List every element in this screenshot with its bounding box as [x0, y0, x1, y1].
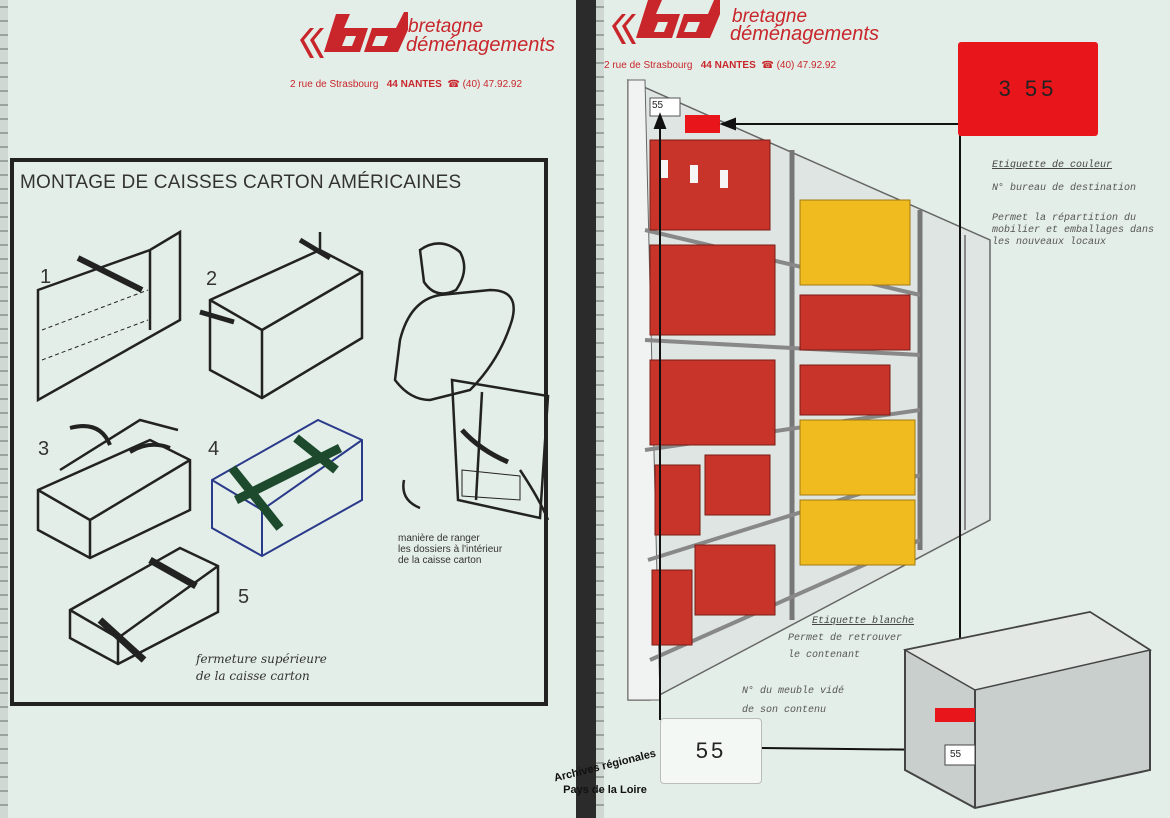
annotation-line: Permet la répartition du	[992, 213, 1137, 224]
step-number-5: 5	[238, 586, 250, 608]
person-caption: manière de ranger les dossiers à l'intér…	[398, 533, 502, 566]
bd-logo-icon	[300, 12, 408, 58]
caption-line: fermeture supérieure	[196, 652, 327, 666]
caption-line: de la caisse carton	[196, 669, 310, 683]
address-city: 44 NANTES	[700, 60, 756, 71]
phone-icon: ☎	[447, 79, 460, 90]
brand-name-line2: déménagements	[730, 23, 879, 45]
watermark-line2: Pays de la Loire	[563, 784, 647, 796]
annotation-line: Permet de retrouver	[788, 633, 903, 644]
color-label-sample: 3 55	[958, 42, 1098, 136]
address-city: 44 NANTES	[386, 79, 442, 90]
color-label-annotation: Etiquette de couleur N° bureau de destin…	[992, 160, 1154, 249]
spiral-binding	[0, 0, 8, 818]
phone-icon: ☎	[761, 60, 774, 71]
step-number-3: 3	[38, 438, 50, 460]
brand-name-line1: bretagne	[408, 16, 484, 37]
annotation-line: le contenant	[788, 650, 861, 661]
closing-caption: fermeture supérieure de la caisse carton	[196, 651, 327, 685]
company-logo-right: bretagne déménagements	[600, 0, 880, 60]
shelf-white-tag: 55	[652, 100, 664, 111]
page-title: MONTAGE DE CAISSES CARTON AMÉRICAINES	[20, 172, 462, 193]
step-number-4: 4	[208, 438, 220, 460]
caption-line: de la caisse carton	[398, 555, 482, 566]
company-address-right: 2 rue de Strasbourg 44 NANTES ☎ (40) 47.…	[604, 60, 836, 71]
annotation-line: N° bureau de destination	[992, 183, 1137, 194]
annotation-line: mobilier et emballages dans	[992, 225, 1155, 236]
annotation-line: les nouveaux locaux	[992, 237, 1107, 248]
bd-logo-icon	[612, 0, 720, 44]
white-label-sample: 55	[660, 718, 762, 784]
company-address: 2 rue de Strasbourg 44 NANTES ☎ (40) 47.…	[290, 79, 522, 90]
annotation-title: Etiquette blanche	[812, 616, 915, 627]
white-label-annotation: Etiquette blanche Permet de retrouver le…	[788, 613, 915, 664]
archives-watermark: Archives régionales Pays de la Loire	[530, 748, 680, 796]
brand-name-line1: bretagne	[732, 6, 808, 27]
caption-line: manière de ranger	[398, 533, 480, 544]
caption-line: les dossiers à l'intérieur	[398, 544, 503, 555]
annotation-line: de son contenu	[742, 705, 827, 716]
box-assembly-illustration	[36, 229, 550, 666]
phone-number: (40) 47.92.92	[462, 79, 523, 90]
step-number-1: 1	[40, 266, 52, 288]
annotation-title: Etiquette de couleur	[992, 160, 1113, 171]
brand-name-line2: déménagements	[406, 34, 555, 56]
phone-number: (40) 47.92.92	[776, 60, 837, 71]
annotation-line: N° du meuble vidé	[742, 686, 845, 697]
address-street: 2 rue de Strasbourg	[604, 60, 693, 71]
spiral-binding	[596, 0, 604, 818]
crate-white-tag: 55	[950, 749, 962, 760]
address-street: 2 rue de Strasbourg	[290, 79, 379, 90]
step-number-2: 2	[206, 268, 218, 290]
furniture-annotation: N° du meuble vidé de son contenu	[742, 682, 844, 720]
company-logo: bretagne déménagements	[288, 10, 568, 70]
left-page: bretagne déménagements 2 rue de Strasbou…	[0, 0, 576, 818]
